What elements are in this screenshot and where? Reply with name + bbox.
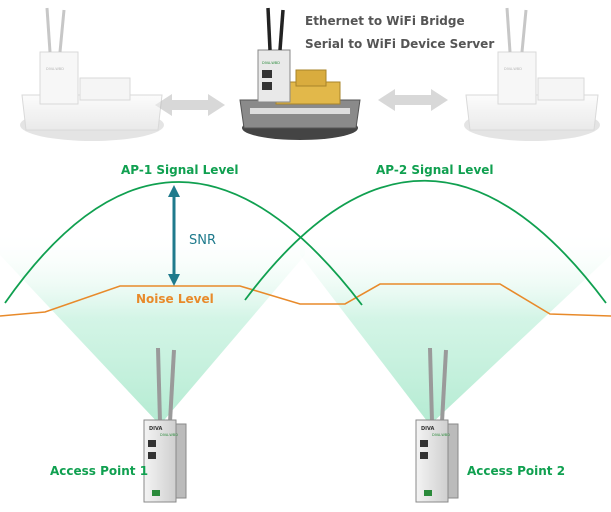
access-point-2-device	[415, 347, 459, 503]
center-agv-with-bridge	[239, 7, 361, 140]
snr-label: SNR	[189, 233, 216, 248]
ap1-signal-curve	[4, 181, 363, 306]
gray-right-arrow	[378, 89, 448, 111]
ap2-signal-label: AP-2 Signal Level	[376, 163, 494, 177]
header-line-2: Serial to WiFi Device Server	[305, 37, 494, 51]
left-device-model-text: DIVA-WBD	[46, 67, 64, 71]
ap2-brand-text: DIVA	[421, 426, 435, 432]
ap2-model-text: DIVA-WBD	[432, 433, 450, 437]
header-line-1: Ethernet to WiFi Bridge	[305, 14, 465, 28]
ap2-beam	[300, 230, 611, 425]
ap1-beam	[0, 230, 305, 425]
ap2-signal-curve	[244, 180, 607, 304]
ap1-signal-label: AP-1 Signal Level	[121, 163, 239, 177]
snr-arrow	[168, 185, 180, 286]
access-point-1-label: Access Point 1	[50, 464, 148, 478]
access-point-2-label: Access Point 2	[467, 464, 565, 478]
noise-level-line	[0, 283, 611, 317]
left-roaming-vehicle	[20, 7, 164, 141]
gray-left-arrow	[155, 94, 225, 116]
right-roaming-vehicle	[464, 7, 600, 141]
center-device-model-text: DIVA-WBD	[262, 61, 280, 65]
ap1-brand-text: DIVA	[149, 426, 163, 432]
noise-level-label: Noise Level	[136, 292, 214, 306]
ap1-model-text: DIVA-WBD	[160, 433, 178, 437]
right-device-model-text: DIVA-WBD	[504, 67, 522, 71]
access-point-1-device	[143, 347, 187, 503]
